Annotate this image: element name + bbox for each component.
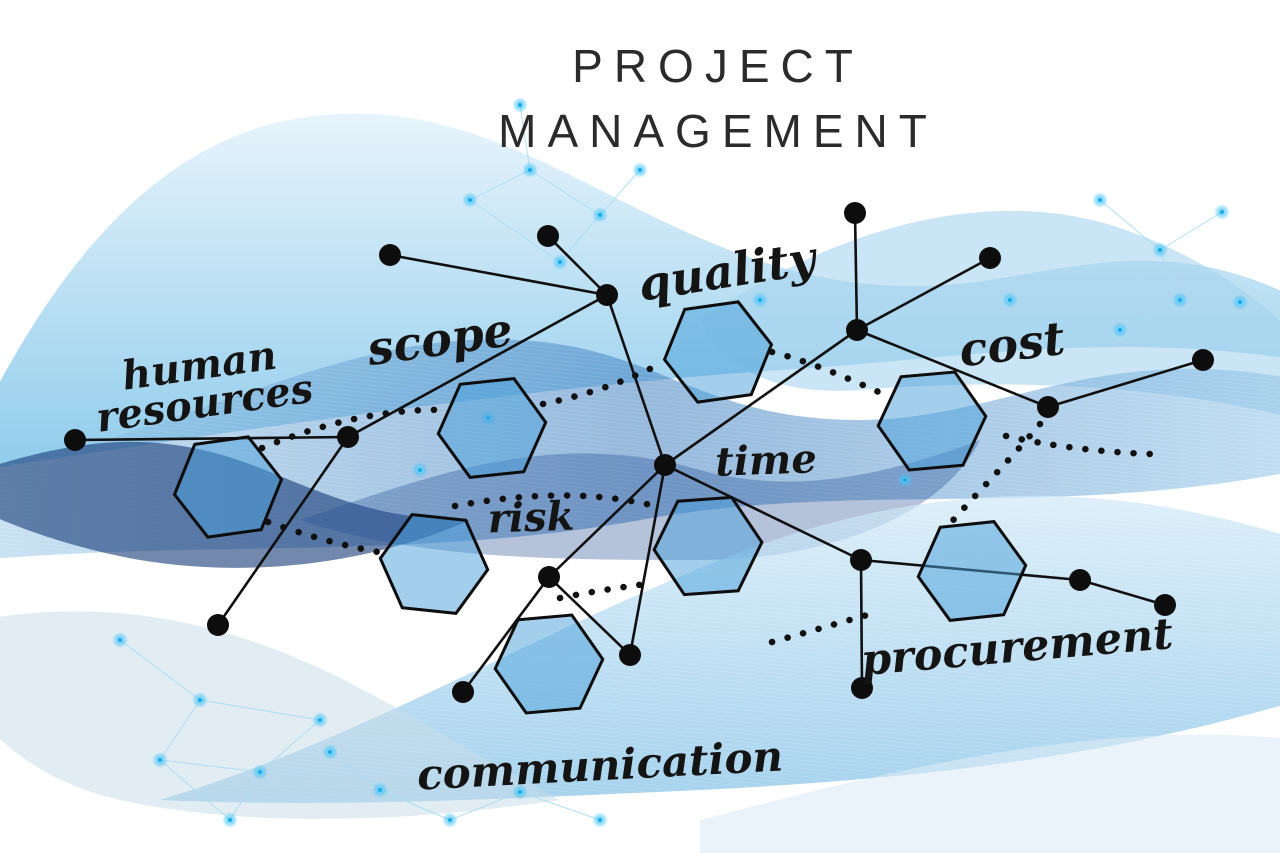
dotted-connectors bbox=[258, 348, 1154, 646]
hexagon-time bbox=[652, 495, 764, 597]
network-node-dots bbox=[64, 202, 1214, 703]
constellation-lines bbox=[119, 104, 1241, 821]
label-time: time bbox=[714, 435, 817, 486]
hexagon-procurement bbox=[916, 520, 1028, 622]
wave-ribbons bbox=[0, 113, 1280, 853]
hexagon-communication bbox=[493, 613, 605, 715]
label-time-text: time bbox=[714, 435, 818, 486]
hexagon-scope bbox=[436, 377, 548, 479]
label-risk: risk bbox=[487, 493, 575, 543]
title-line-1: PROJECT bbox=[572, 40, 864, 92]
network-lines bbox=[74, 212, 1204, 693]
title-line-2: MANAGEMENT bbox=[498, 105, 938, 158]
hexagon-nodes bbox=[172, 300, 1028, 715]
hexagon-quality bbox=[662, 300, 774, 404]
hexagon-risk bbox=[378, 513, 490, 615]
hexagon-cost bbox=[876, 370, 988, 472]
hexagon-human-resources bbox=[172, 435, 284, 539]
label-cost: cost bbox=[956, 311, 1068, 377]
page-title: PROJECT MANAGEMENT bbox=[498, 34, 938, 165]
label-risk-text: risk bbox=[486, 492, 576, 543]
